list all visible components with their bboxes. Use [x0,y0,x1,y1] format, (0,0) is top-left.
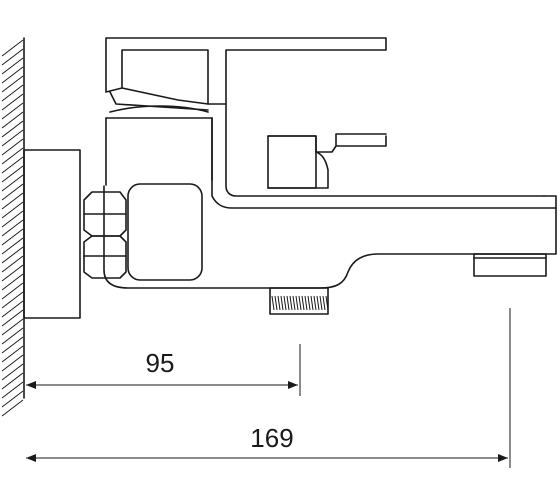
hatch-stroke [1,372,24,390]
hatch-stroke [1,39,24,57]
hatch-stroke [1,84,24,102]
hatch-stroke [1,147,24,165]
thread-stroke [292,295,296,311]
hatch-stroke [1,120,24,138]
hex-connector [83,191,127,279]
thread-stroke [316,295,320,311]
thread-stroke [304,295,308,311]
hatch-stroke [1,309,24,327]
hatch-stroke [1,354,24,372]
hatch-stroke [1,93,24,111]
hatch-stroke [1,381,24,399]
thread-stroke [283,295,287,311]
thread-stroke [313,295,317,311]
thread-stroke [298,295,302,311]
dimension-169: 169 [26,423,508,462]
hatch-stroke [1,165,24,183]
hatch-stroke [1,291,24,309]
thread-stroke [289,295,293,311]
lever-handle [105,37,387,105]
hatch-stroke [1,300,24,318]
thread-stroke [325,295,329,311]
wall-hatching [1,37,25,417]
faucet-body [103,103,557,289]
hatch-stroke [1,246,24,264]
hatch-stroke [1,219,24,237]
thread-stroke [277,295,281,311]
hatch-stroke [1,57,24,75]
hatch-stroke [1,156,24,174]
hatch-stroke [1,102,24,120]
hatch-stroke [1,192,24,210]
hatch-stroke [1,174,24,192]
hatch-stroke [1,48,24,66]
hatch-stroke [1,336,24,354]
thread-stroke [295,295,299,311]
thread-stroke [307,295,311,311]
hatch-stroke [1,327,24,345]
hatch-stroke [1,183,24,201]
spout-aerator [473,253,547,277]
thread-stroke [319,295,323,311]
wall-flange [23,149,81,319]
valve-cartridge [105,91,213,186]
hatch-stroke [1,255,24,273]
dimension-95-label: 95 [146,348,175,378]
hatch-stroke [1,318,24,336]
hatch-stroke [1,273,24,291]
hatch-stroke [1,201,24,219]
hatch-stroke [1,264,24,282]
hatch-stroke [1,111,24,129]
thread-stroke [286,295,290,311]
dimension-95: 95 [26,348,298,389]
hatch-stroke [1,237,24,255]
thread-stroke [301,295,305,311]
hatch-stroke [1,210,24,228]
hatch-stroke [1,399,24,417]
thread-stroke [310,295,314,311]
hatch-stroke [1,345,24,363]
hatch-stroke [1,228,24,246]
dimension-169-label: 169 [250,423,293,453]
hatch-stroke [1,363,24,381]
diverter-knob [267,133,387,189]
thread-stroke [322,295,326,311]
hatch-stroke [1,129,24,147]
thread-stroke [274,295,278,311]
hatch-stroke [1,75,24,93]
thread-stroke [280,295,284,311]
hatch-stroke [1,390,24,408]
hatch-stroke [1,282,24,300]
thread-stroke [271,295,275,311]
hatch-stroke [1,66,24,84]
shower-outlet-thread [269,287,329,315]
hatch-stroke [1,138,24,156]
